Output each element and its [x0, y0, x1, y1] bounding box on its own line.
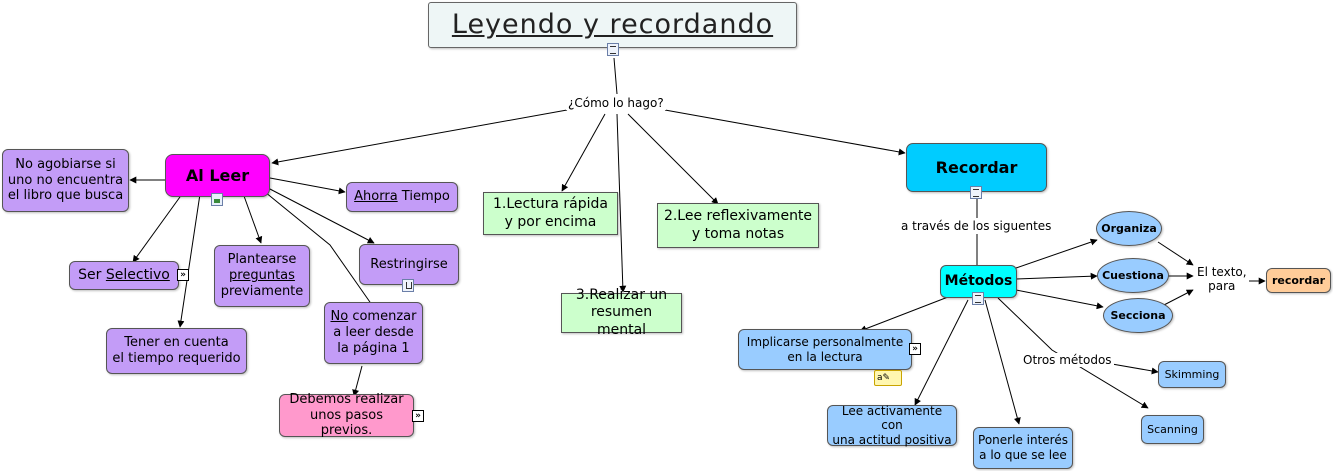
node-al-leer-text: Al Leer	[185, 165, 250, 185]
node-no-comenzar[interactable]: No comenzar a leer desde la página 1	[324, 302, 423, 364]
node-selectivo-underlined: Selectivo	[105, 266, 170, 283]
note-icon[interactable]	[970, 186, 982, 199]
node-ahorra-tiempo[interactable]: Ahorra Tiempo	[346, 182, 458, 212]
node-lee-reflexivamente[interactable]: 2.Lee reflexivamente y toma notas	[657, 203, 819, 248]
node-lectura-rapida[interactable]: 1.Lectura rápida y por encima	[483, 192, 618, 235]
node-recordar[interactable]: Recordar	[906, 143, 1047, 192]
note-icon[interactable]	[607, 43, 619, 56]
node-secciona[interactable]: Secciona	[1103, 298, 1173, 333]
node-cuestiona[interactable]: Cuestiona	[1097, 258, 1169, 293]
node-lee-activamente[interactable]: Lee activamente con una actitud positiva	[827, 404, 957, 447]
node-skimming[interactable]: Skimming	[1158, 361, 1226, 388]
node-no-agobiarse-text: No agobiarse si uno no encuentra el libr…	[7, 156, 124, 204]
label-a-traves: a través de los siguentes	[899, 219, 1054, 234]
node-scanning[interactable]: Scanning	[1141, 415, 1204, 444]
node-implicarse[interactable]: Implicarse personalmente en la lectura	[738, 329, 912, 370]
node-ponerle-interes[interactable]: Ponerle interés a lo que se lee	[973, 427, 1073, 469]
link-arrow-icon[interactable]: »	[909, 343, 921, 355]
link-arrow-icon[interactable]: »	[177, 269, 189, 281]
node-restringirse[interactable]: Restringirse	[359, 244, 459, 285]
label-el-texto-para: El texto, para	[1195, 265, 1249, 294]
node-recordar-small[interactable]: recordar	[1266, 268, 1331, 293]
node-tener-en-cuenta[interactable]: Tener en cuenta el tiempo requerido	[106, 328, 247, 374]
node-ahorra-underlined: Ahorra	[354, 189, 398, 205]
node-ser-selectivo[interactable]: Ser Selectivo	[69, 261, 179, 290]
link-arrow-icon[interactable]: »	[412, 410, 424, 422]
label-otros-metodos: Otros métodos	[1021, 353, 1114, 368]
map-title-text: Leyendo y recordando	[451, 8, 774, 40]
image-icon[interactable]	[211, 193, 223, 206]
map-tree-icon[interactable]	[402, 279, 414, 292]
label-como-lo-hago: ¿Cómo lo hago?	[566, 96, 666, 111]
node-al-leer[interactable]: Al Leer	[165, 154, 270, 197]
note-icon[interactable]	[972, 292, 984, 305]
map-title[interactable]: Leyendo y recordando	[428, 2, 797, 48]
node-no-agobiarse[interactable]: No agobiarse si uno no encuentra el libr…	[2, 149, 129, 212]
node-realizar-resumen[interactable]: 3.Realizar un resumen mental	[561, 287, 682, 338]
sticky-note-icon[interactable]: a✎	[874, 370, 902, 386]
node-plantearse[interactable]: Plantearse preguntas previamente	[214, 245, 310, 307]
node-debemos-realizar[interactable]: Debemos realizar unos pasos previos.	[279, 392, 414, 438]
node-organiza[interactable]: Organiza	[1096, 211, 1162, 246]
